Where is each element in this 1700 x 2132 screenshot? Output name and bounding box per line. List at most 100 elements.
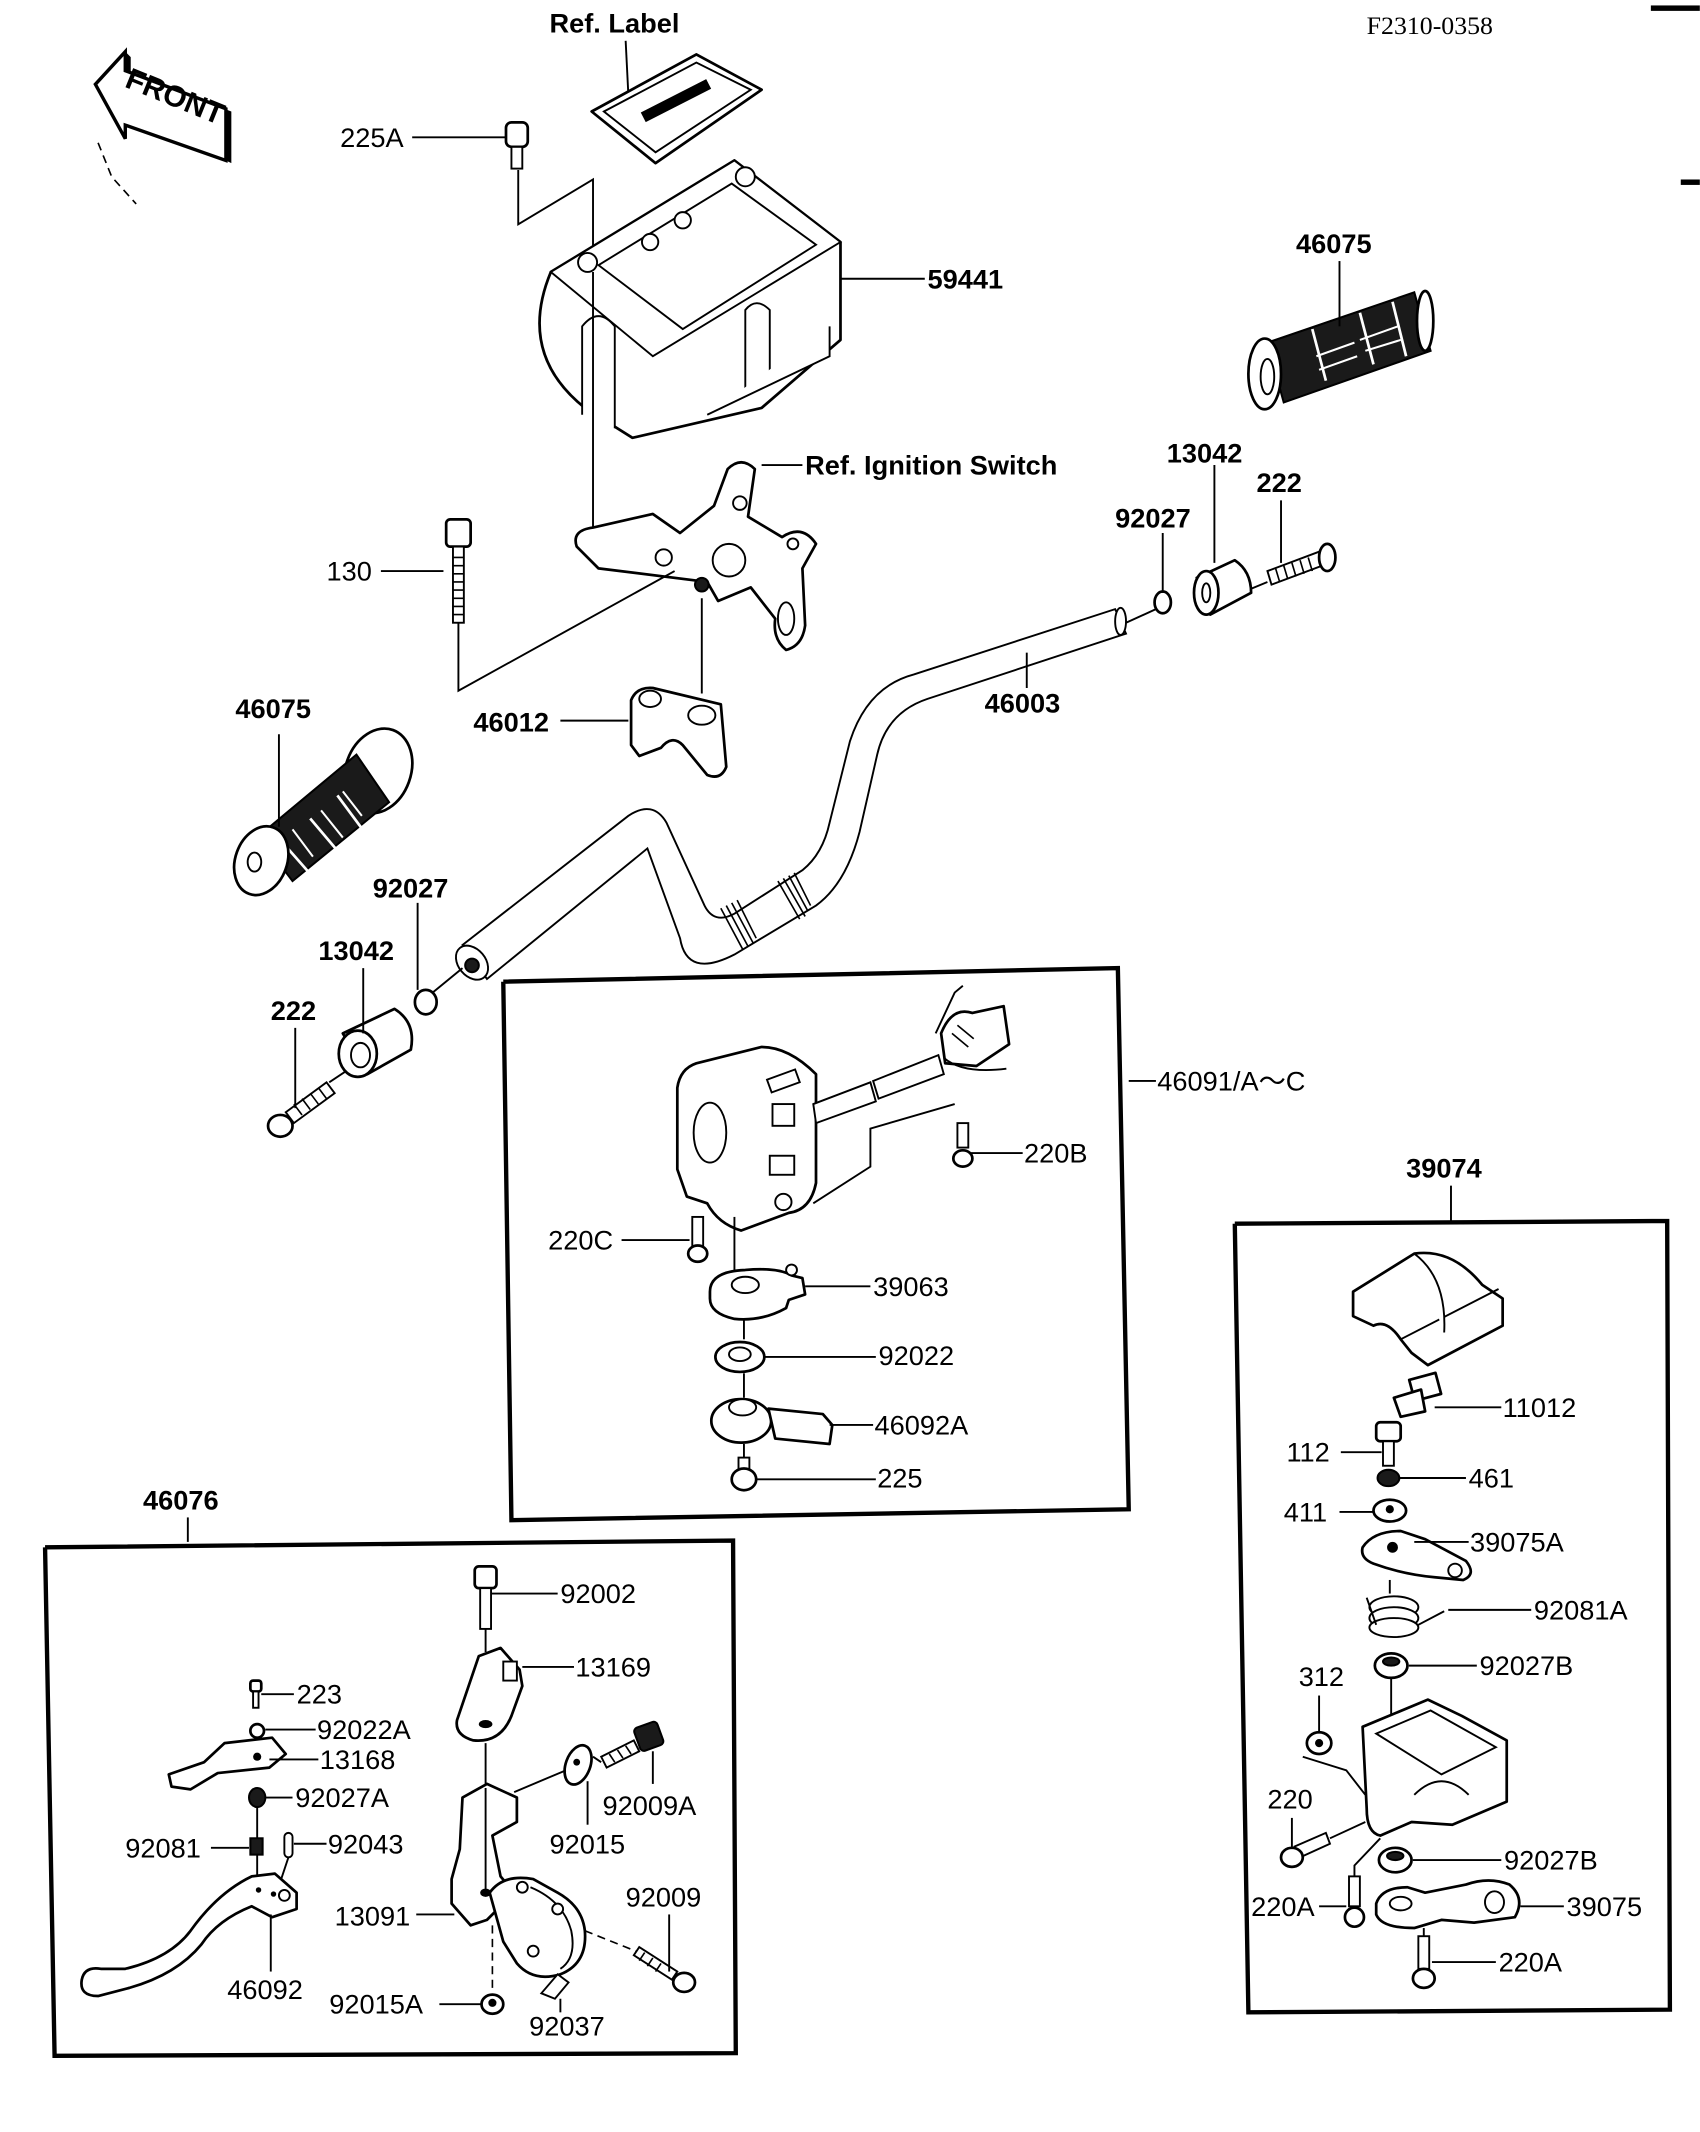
callout-92027B-lower: 92027B <box>1504 1845 1598 1876</box>
callout-92009: 92009 <box>626 1881 702 1912</box>
callout-92015A: 92015A <box>329 1989 424 2020</box>
callout-220C: 220C <box>548 1225 613 1256</box>
callout-13169: 13169 <box>575 1652 651 1683</box>
grommet-92027B-upper <box>1373 1652 1409 1680</box>
callout-46092A: 46092A <box>874 1409 969 1440</box>
callout-46012: 46012 <box>473 707 549 738</box>
callout-92027A: 92027A <box>295 1782 390 1813</box>
bolt-92002 <box>473 1565 498 1630</box>
locknut-92015 <box>563 1743 593 1786</box>
washer-461 <box>1376 1468 1401 1488</box>
callout-13168: 13168 <box>320 1744 396 1775</box>
spacer-92027-left <box>413 988 439 1016</box>
callout-130: 130 <box>327 556 372 587</box>
screw-223 <box>249 1679 263 1709</box>
callout-220B: 220B <box>1024 1138 1088 1169</box>
callout-112: 112 <box>1286 1437 1329 1468</box>
pin-92043 <box>283 1831 294 1859</box>
callout-92015: 92015 <box>550 1828 626 1859</box>
callout-13042-left: 13042 <box>318 935 394 966</box>
edge-marks <box>1650 5 1700 185</box>
callout-225: 225 <box>877 1463 922 1494</box>
callout-461: 461 <box>1469 1463 1514 1494</box>
callout-46091: 46091/A〜C <box>1157 1065 1305 1096</box>
screw-222-left <box>266 1080 337 1139</box>
callout-46076: 46076 <box>143 1484 219 1515</box>
cable-holder-13169 <box>455 1646 524 1742</box>
spring-92081A <box>1365 1595 1445 1639</box>
ref-label-plate <box>590 53 763 165</box>
spacer-92027-right <box>1153 590 1173 615</box>
callout-92022A: 92022A <box>317 1714 412 1745</box>
callout-220A-left: 220A <box>1251 1891 1315 1922</box>
callout-46003: 46003 <box>985 687 1061 718</box>
callout-ref-ignition-switch: Ref. Ignition Switch <box>805 450 1057 481</box>
handlebar-clamp-46012 <box>629 686 728 778</box>
callout-92037: 92037 <box>529 2010 605 2041</box>
callout-225A: 225A <box>340 122 404 153</box>
handlebar-46003 <box>454 606 1128 981</box>
callout-92027B-upper: 92027B <box>1480 1650 1574 1681</box>
spring-92081 <box>249 1837 264 1856</box>
grip-46075-left <box>232 727 414 897</box>
adjuster-13168 <box>167 1736 288 1791</box>
bar-end-weight-13042-right <box>1192 558 1253 616</box>
choke-lever-46092A <box>709 1397 834 1446</box>
washer-411 <box>1372 1498 1408 1523</box>
callout-220A-bottom: 220A <box>1499 1947 1563 1978</box>
bolt-130 <box>444 518 473 624</box>
switch-part-39063 <box>708 1263 807 1321</box>
switch-housing <box>675 985 1011 1232</box>
callout-92027-right: 92027 <box>1115 503 1191 534</box>
throttle-pulley-39075A <box>1360 1529 1473 1582</box>
callout-39075: 39075 <box>1567 1891 1643 1922</box>
callout-92043: 92043 <box>328 1828 404 1859</box>
callout-46075-left: 46075 <box>235 693 311 724</box>
screw-220 <box>1279 1831 1332 1869</box>
callout-ref-label: Ref. Label <box>550 8 680 39</box>
callout-222-right: 222 <box>1257 467 1302 498</box>
screw-222-right <box>1266 542 1337 586</box>
screw-220C <box>686 1215 709 1264</box>
grip-46075-right <box>1247 289 1435 411</box>
callout-92081A: 92081A <box>1534 1594 1629 1625</box>
clutch-lever-46092 <box>80 1872 298 1998</box>
switch-cover-59441 <box>538 159 843 440</box>
nut-312 <box>1305 1730 1333 1756</box>
callout-39063: 39063 <box>873 1271 949 1302</box>
callout-92022: 92022 <box>879 1340 955 1371</box>
collar-92027A <box>247 1786 267 1809</box>
callout-92081: 92081 <box>125 1832 201 1863</box>
screw-220A-bottom <box>1411 1935 1437 1990</box>
screw-220B <box>951 1122 974 1168</box>
cable-fitting-11012 <box>1392 1371 1443 1419</box>
screw-220A-left <box>1343 1875 1366 1929</box>
callout-92009A: 92009A <box>603 1790 698 1821</box>
throttle-cover <box>1351 1251 1505 1367</box>
throttle-assembly-box <box>1232 1218 1673 2015</box>
clamp-92037 <box>539 1972 570 2000</box>
callout-220: 220 <box>1267 1783 1312 1814</box>
nut-92015A <box>480 1993 505 2016</box>
throttle-lever-39075 <box>1374 1879 1521 1930</box>
callout-312: 312 <box>1299 1661 1344 1692</box>
bolt-92009 <box>632 1945 697 1994</box>
lever-assembly-box <box>42 1538 738 2059</box>
adjuster-92009A <box>599 1720 665 1769</box>
bar-end-weight-13042-left <box>337 1007 414 1079</box>
washer-92022A <box>249 1722 266 1740</box>
ignition-switch-bracket <box>574 460 818 652</box>
callout-13091: 13091 <box>335 1900 411 1931</box>
grommet-92027B-lower <box>1377 1846 1413 1874</box>
throttle-housing <box>1361 1698 1509 1837</box>
callout-411: 411 <box>1284 1496 1327 1527</box>
callout-92027-left: 92027 <box>373 872 449 903</box>
callout-13042-right: 13042 <box>1167 437 1243 468</box>
document-id: F2310-0358 <box>1367 11 1493 40</box>
washer-92022 <box>714 1340 766 1374</box>
callout-39075A: 39075A <box>1470 1526 1565 1557</box>
callout-46092: 46092 <box>227 1974 303 2005</box>
callout-222-left: 222 <box>271 995 316 1026</box>
screw-225 <box>730 1456 758 1492</box>
